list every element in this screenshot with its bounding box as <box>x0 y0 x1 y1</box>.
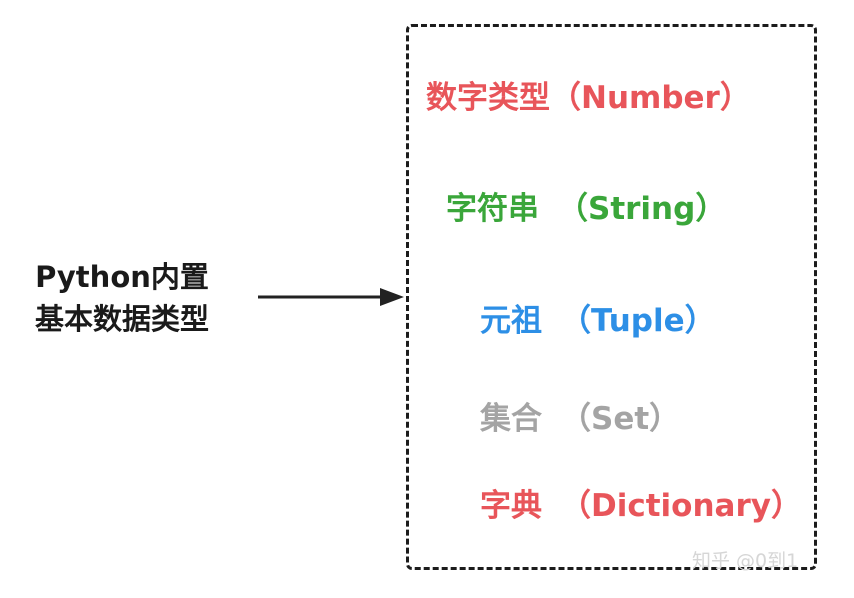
root-label-line1: Python内置 <box>35 260 209 294</box>
type-item-set-en: （Set） <box>560 401 681 437</box>
type-item-tuple-en: （Tuple） <box>560 303 716 339</box>
connector-arrow <box>258 288 404 306</box>
watermark: 知乎 @0到1 <box>692 550 799 572</box>
root-label: Python内置 基本数据类型 <box>12 256 232 340</box>
type-item-number: 数字类型（Number） <box>426 78 751 118</box>
types-container <box>406 24 817 570</box>
type-item-dictionary-zh: 字典 <box>480 488 542 524</box>
type-item-set-zh: 集合 <box>480 401 542 437</box>
type-item-tuple-zh: 元祖 <box>480 303 542 339</box>
type-item-number-zh: 数字类型 <box>426 80 550 116</box>
type-item-tuple: 元祖 （Tuple） <box>480 301 716 341</box>
type-item-set: 集合 （Set） <box>480 399 680 439</box>
type-item-dictionary-en: （Dictionary） <box>560 488 802 524</box>
root-label-line2: 基本数据类型 <box>34 302 209 336</box>
type-item-string-en: （String） <box>557 191 727 227</box>
type-item-string: 字符串 （String） <box>446 189 726 229</box>
type-item-string-zh: 字符串 <box>446 191 539 227</box>
type-item-dictionary: 字典 （Dictionary） <box>480 486 802 526</box>
type-item-number-en: （Number） <box>550 80 751 116</box>
